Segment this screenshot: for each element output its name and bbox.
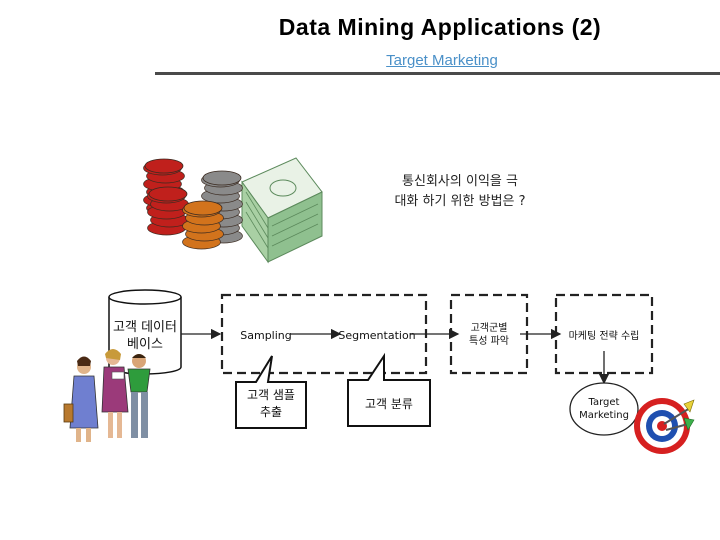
flow-sampling-label: Sampling xyxy=(240,329,292,342)
red-coin-stack-front-icon xyxy=(147,186,189,236)
target-marketing: Target Marketing xyxy=(569,382,639,436)
bullseye-icon xyxy=(634,398,695,454)
customers-illustration xyxy=(63,349,151,442)
process-box-group-characteristics xyxy=(449,293,529,375)
money-illustration xyxy=(143,157,323,264)
callout-sample-line-1: 고객 샘플 xyxy=(247,388,295,402)
question-line-2: 대화 하기 위한 방법은 ? xyxy=(394,194,526,209)
flow-group-label-line-2: 특성 파악 xyxy=(469,335,509,347)
question-line-1: 통신회사의 이익을 극 xyxy=(402,174,518,189)
banknote-stack-icon xyxy=(241,157,323,264)
target-label-line-2: Marketing xyxy=(579,410,629,421)
page-title: Data Mining Applications (2) xyxy=(278,14,602,40)
callout-customer-classification: 고객 분류 xyxy=(347,352,431,427)
question-text: 통신회사의 이익을 극 대화 하기 위한 방법은 ? xyxy=(365,172,555,212)
title-divider xyxy=(155,72,720,75)
orange-coin-stack-icon xyxy=(182,200,224,250)
page-subtitle[interactable]: Target Marketing xyxy=(386,52,498,69)
flow-strategy-label: 마케팅 전략 수립 xyxy=(569,329,640,342)
callout-classify-label: 고객 분류 xyxy=(365,397,413,411)
database-label-line-1: 고객 데이터 xyxy=(113,320,177,335)
database-label-line-2: 베이스 xyxy=(127,337,163,352)
flow-group-label-line-1: 고객군별 xyxy=(471,322,508,334)
callout-sample-line-2: 추출 xyxy=(260,405,282,419)
callout-sample-extraction: 고객 샘플 추출 xyxy=(235,355,307,429)
flow-segmentation-label: Segmentation xyxy=(338,329,415,342)
target-label-line-1: Target xyxy=(588,397,620,408)
